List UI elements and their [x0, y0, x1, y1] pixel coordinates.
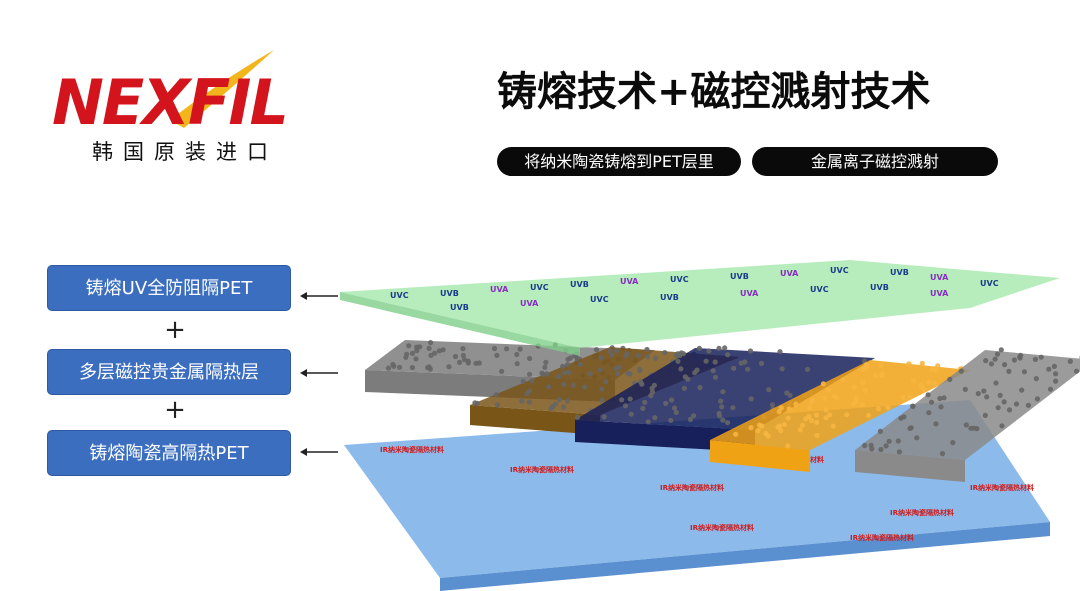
- brand-name: NEXFIL: [52, 66, 289, 139]
- ir-tag: IR纳米陶瓷隔热材料: [380, 445, 444, 454]
- layer-label-metal: 多层磁控贵金属隔热层: [47, 349, 291, 395]
- arrow-left-icon: [300, 448, 338, 456]
- gray-strip-right: [855, 347, 1080, 482]
- plus-sign: +: [164, 315, 186, 345]
- layer-label-uv-pet: 铸熔UV全防阻隔PET: [47, 265, 291, 311]
- layer-diagram: IR纳米陶瓷隔热材料 IR纳米陶瓷隔热材料 IR纳米陶瓷隔热材料 IR纳米陶瓷隔热材料…: [340, 260, 1080, 591]
- uv-tag: UVC: [830, 266, 849, 275]
- uv-tag: UVA: [930, 273, 949, 282]
- ir-tag: IR纳米陶瓷隔热材料: [970, 483, 1034, 492]
- brand-logo: NEXFIL 韩国原装进口: [52, 50, 332, 180]
- swoosh-icon: [170, 50, 274, 128]
- uv-tag: UVC: [810, 285, 829, 294]
- uv-tag: UVB: [660, 293, 679, 302]
- ir-tag: IR纳米陶瓷隔热材料: [890, 508, 954, 517]
- gray-strip: [365, 340, 655, 402]
- uv-tag: UVA: [520, 299, 539, 308]
- uv-tag: UVA: [780, 269, 799, 278]
- arrow-left-icon: [300, 292, 338, 300]
- layer-label-ceramic-pet: 铸熔陶瓷高隔热PET: [47, 430, 291, 476]
- ir-tag: IR纳米陶瓷隔热材料: [690, 523, 754, 532]
- ir-tag: IR纳米陶瓷隔热材料: [850, 533, 914, 542]
- tech-pill-casting: 将纳米陶瓷铸熔到PET层里: [497, 147, 741, 176]
- uv-tag: UVB: [870, 283, 889, 292]
- uv-tag: UVB: [730, 272, 749, 281]
- uv-tag: UVB: [890, 268, 909, 277]
- uv-tag: UVB: [570, 280, 589, 289]
- metal-strips: [365, 340, 1080, 482]
- tech-pill-sputtering: 金属离子磁控溅射: [752, 147, 998, 176]
- uv-tag: UVA: [620, 277, 639, 286]
- uv-tag: UVA: [740, 289, 759, 298]
- uv-tag: UVC: [980, 279, 999, 288]
- uv-tag: UVA: [490, 285, 509, 294]
- plus-sign: +: [164, 395, 186, 425]
- uv-tag: UVB: [450, 303, 469, 312]
- arrow-left-icon: [300, 369, 338, 377]
- uv-tag: UVA: [930, 289, 949, 298]
- ir-tag: IR纳米陶瓷隔热材料: [510, 465, 574, 474]
- ir-tag: IR纳米陶瓷隔热材料: [660, 483, 724, 492]
- gold-strip: [710, 360, 970, 472]
- uv-tag: UVC: [390, 291, 409, 300]
- uv-tag: UVB: [440, 289, 459, 298]
- page-title: 铸熔技术+磁控溅射技术: [497, 69, 931, 115]
- uv-tag: UVC: [670, 275, 689, 284]
- uv-tag: UVC: [530, 283, 549, 292]
- uv-tag: UVC: [590, 295, 609, 304]
- brand-subtitle: 韩国原装进口: [92, 140, 278, 164]
